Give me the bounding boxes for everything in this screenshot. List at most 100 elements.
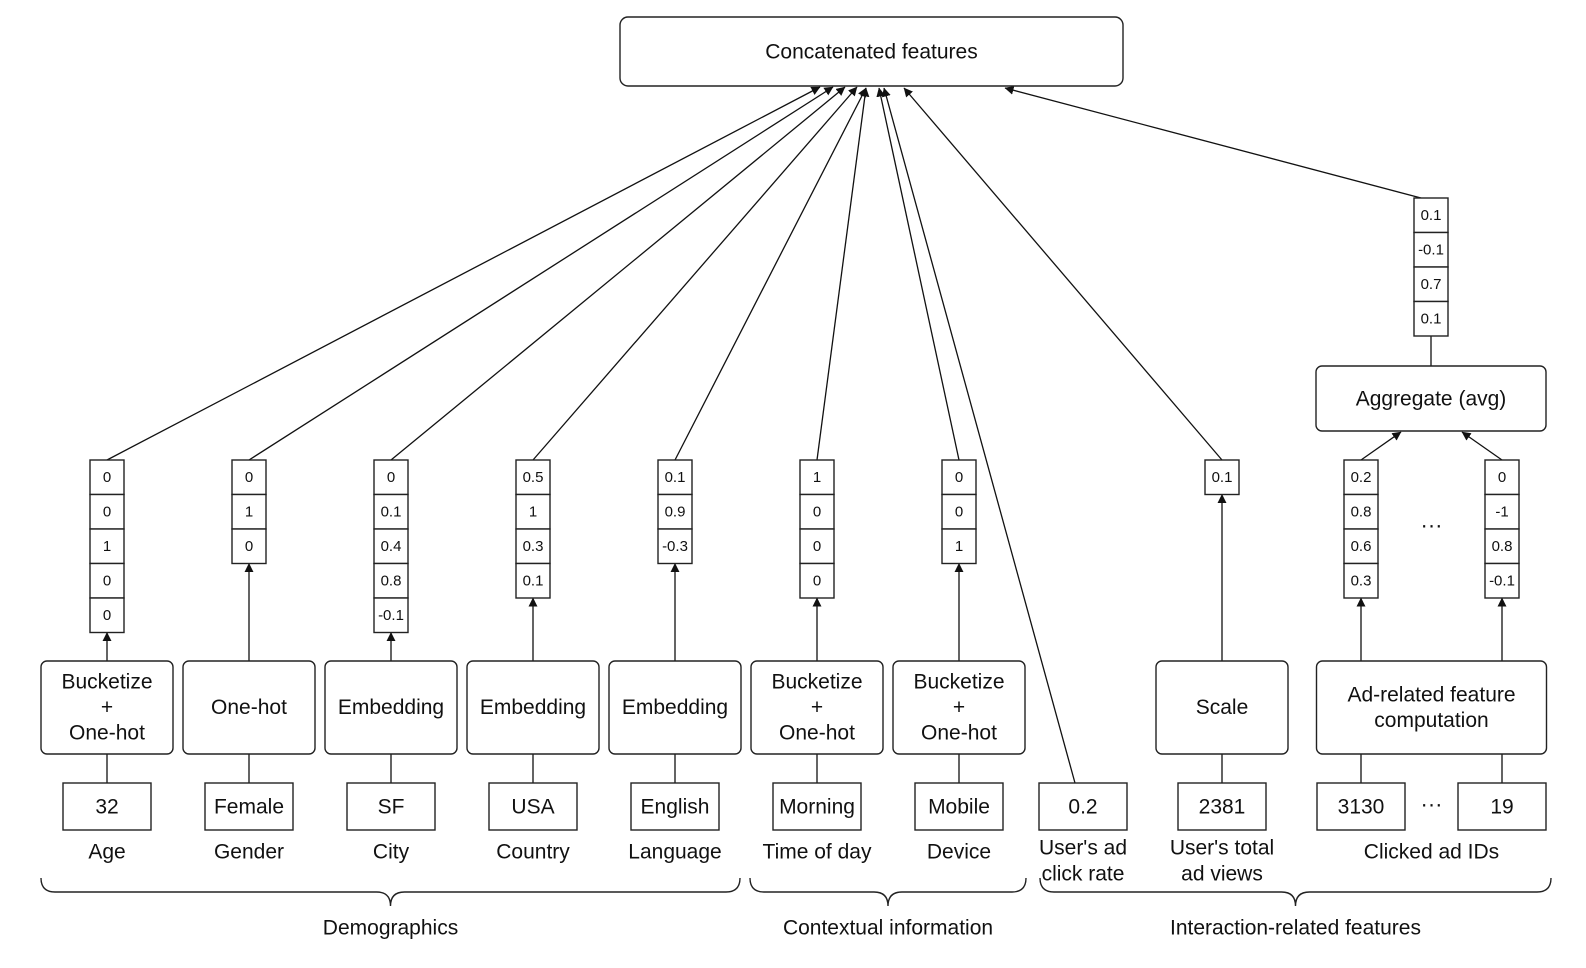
vector-value: 0 (103, 503, 111, 520)
vector-to-concat-edge (816, 87, 870, 461)
clickrate-input-box (1038, 782, 1128, 831)
clicked-ad-input-box (1316, 782, 1406, 831)
aggregate-box (1315, 365, 1547, 432)
vector-cell (1413, 300, 1449, 337)
ad-feature-computation-box-label: computation (1374, 709, 1488, 732)
language-vector: 0.10.9-0.3 (657, 459, 693, 565)
vector-value: 0 (245, 538, 253, 555)
country-input-box-label: USA (511, 796, 554, 819)
language-caption: Language (628, 841, 721, 864)
device-op-box (892, 660, 1026, 755)
age-op-box-label: Bucketize (61, 671, 152, 694)
views-input-box-label: 2381 (1199, 796, 1246, 819)
vector-to-aggregate-edge (1461, 431, 1503, 461)
device-caption: Device (927, 841, 991, 864)
country-op-box-label: Embedding (480, 696, 586, 719)
vector-cell (1484, 493, 1520, 530)
vector-to-concat-edge (1004, 85, 1422, 199)
vector-value: 1 (955, 538, 963, 555)
vector-value: 0.8 (1492, 538, 1513, 555)
ellipsis-icon: ··· (1421, 513, 1443, 538)
clicked-ad-input-box-label: 3130 (1338, 796, 1385, 819)
vector-value: -0.1 (378, 607, 404, 624)
country-caption: Country (496, 841, 570, 864)
age-caption: Age (88, 841, 125, 864)
vector-cell (231, 528, 267, 565)
country-vector: 0.5 1 0.3 0.1 (515, 459, 551, 599)
aggregate-output-vector: 0.1-0.10.70.1 (1413, 197, 1449, 337)
vector-value: -0.1 (1418, 241, 1444, 258)
device-op-box-label: Bucketize (913, 671, 1004, 694)
language-input-box-label: English (641, 796, 710, 819)
views-caption: User's total (1170, 837, 1274, 860)
vector-cell (1343, 493, 1379, 530)
vector-value: 0.3 (523, 538, 544, 555)
vector-to-concat-edge (876, 87, 960, 461)
vector-value: 0.3 (1351, 572, 1372, 589)
vector-cell (231, 493, 267, 530)
device-input-box (914, 782, 1004, 831)
vector-value: 0 (955, 503, 963, 520)
time-op-box-label: + (811, 696, 823, 719)
country-op-box (466, 660, 600, 755)
gender-op-box-label: One-hot (211, 696, 287, 719)
vector-value: 0 (387, 469, 395, 486)
vector-value: 0.8 (1351, 503, 1372, 520)
vector-value: 1 (529, 503, 537, 520)
vector-value: 0.1 (665, 469, 686, 486)
vector-value: 0.1 (523, 572, 544, 589)
city-input-box (346, 782, 436, 831)
time-op-box (750, 660, 884, 755)
vector-cell (373, 459, 409, 496)
vector-cell (657, 528, 693, 565)
language-op-box-label: Embedding (622, 696, 728, 719)
clicked-ad-vector: 0-10.8-0.1 (1484, 459, 1520, 599)
ad-feature-computation-box (1315, 660, 1548, 755)
time-op-box-label: One-hot (779, 722, 855, 745)
language-op-box (608, 660, 742, 755)
clicked-ad-input-box-label: 19 (1490, 796, 1513, 819)
vector-to-concat-edge (903, 87, 1223, 461)
gender-input-box (204, 782, 294, 831)
aggregate-label: Aggregate (avg) (1356, 388, 1507, 411)
age-input-box (62, 782, 152, 831)
vector-value: 0 (103, 469, 111, 486)
gender-op-box (182, 660, 316, 755)
time-input-box-label: Morning (779, 796, 855, 819)
vector-value: 0 (813, 538, 821, 555)
gender-input-box-label: Female (214, 796, 284, 819)
vector-value: 0 (103, 572, 111, 589)
vector-cell (1343, 562, 1379, 599)
device-vector: 001 (941, 459, 977, 565)
clicked-ads-caption: Clicked ad IDs (1364, 841, 1499, 864)
clicked-ad-input-box (1457, 782, 1547, 831)
vector-value: 0 (103, 607, 111, 624)
vector-value: 0.5 (523, 469, 544, 486)
views-input-box (1177, 782, 1267, 831)
vector-value: 0.4 (381, 538, 402, 555)
ellipsis-icon: ··· (1421, 792, 1443, 817)
vector-to-concat-edge (532, 86, 858, 461)
vector-cell (799, 562, 835, 599)
vector-value: 1 (245, 503, 253, 520)
vector-value: 0 (245, 469, 253, 486)
vector-value: 0.7 (1421, 276, 1442, 293)
language-input-box (630, 782, 720, 831)
vector-to-concat-edge (674, 87, 867, 461)
age-op-box-label: One-hot (69, 722, 145, 745)
vector-value: 1 (813, 469, 821, 486)
contextual-brace (749, 877, 1027, 907)
group-label-interaction: Interaction-related features (1170, 917, 1421, 940)
vector-value: 0.1 (1212, 469, 1233, 486)
vector-cell (373, 528, 409, 565)
vector-value: -0.3 (662, 538, 688, 555)
vector-to-concat-edge (390, 86, 846, 461)
vector-cell (799, 493, 835, 530)
vector-value: 0.6 (1351, 538, 1372, 555)
concatenated-features-label: Concatenated features (765, 41, 977, 64)
vector-value: -0.1 (1489, 572, 1515, 589)
vector-cell (941, 528, 977, 565)
city-op-box-label: Embedding (338, 696, 444, 719)
device-op-box-label: + (953, 696, 965, 719)
